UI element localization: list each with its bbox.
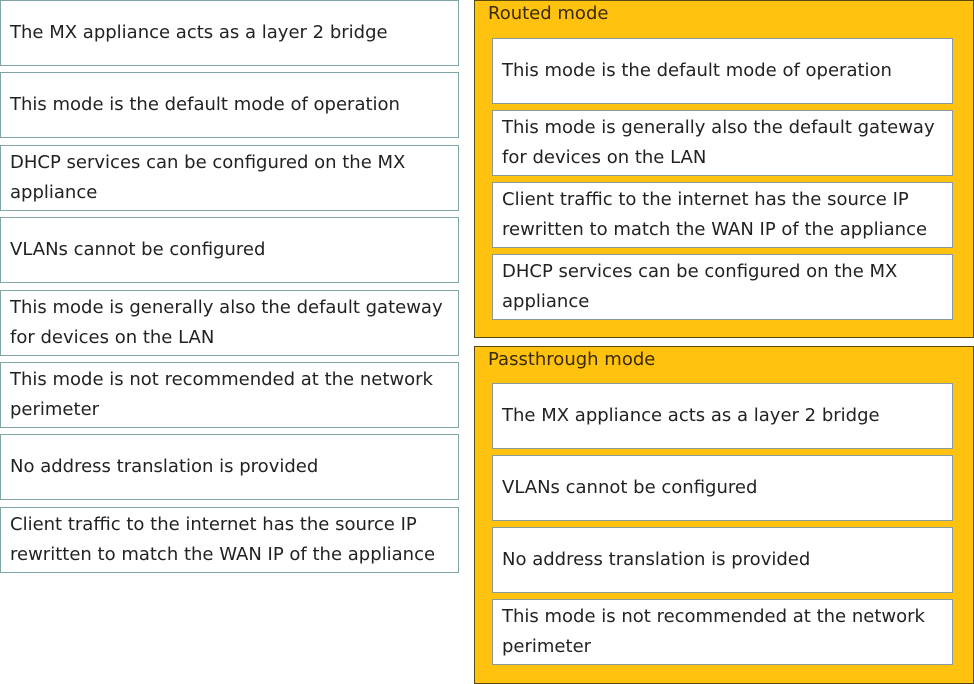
passthrough-item[interactable]: The MX appliance acts as a layer 2 bridg… — [492, 383, 953, 449]
routed-mode-title: Routed mode — [488, 3, 609, 24]
option-item[interactable]: Client traffic to the internet has the s… — [0, 507, 459, 573]
option-item[interactable]: The MX appliance acts as a layer 2 bridg… — [0, 0, 459, 66]
passthrough-item[interactable]: No address translation is provided — [492, 527, 953, 593]
passthrough-item[interactable]: VLANs cannot be configured — [492, 455, 953, 521]
option-item[interactable]: No address translation is provided — [0, 434, 459, 500]
routed-item[interactable]: DHCP services can be configured on the M… — [492, 254, 953, 320]
option-item[interactable]: This mode is the default mode of operati… — [0, 72, 459, 138]
routed-item[interactable]: Client traffic to the internet has the s… — [492, 182, 953, 248]
passthrough-mode-dropzone[interactable]: Passthrough mode The MX appliance acts a… — [474, 346, 974, 684]
option-item[interactable]: VLANs cannot be configured — [0, 217, 459, 283]
option-item[interactable]: DHCP services can be configured on the M… — [0, 145, 459, 211]
routed-mode-dropzone[interactable]: Routed mode This mode is the default mod… — [474, 0, 974, 338]
routed-item[interactable]: This mode is generally also the default … — [492, 110, 953, 176]
option-item[interactable]: This mode is generally also the default … — [0, 290, 459, 356]
routed-item[interactable]: This mode is the default mode of operati… — [492, 38, 953, 104]
passthrough-item[interactable]: This mode is not recommended at the netw… — [492, 599, 953, 665]
passthrough-mode-title: Passthrough mode — [488, 349, 656, 370]
option-item[interactable]: This mode is not recommended at the netw… — [0, 362, 459, 428]
